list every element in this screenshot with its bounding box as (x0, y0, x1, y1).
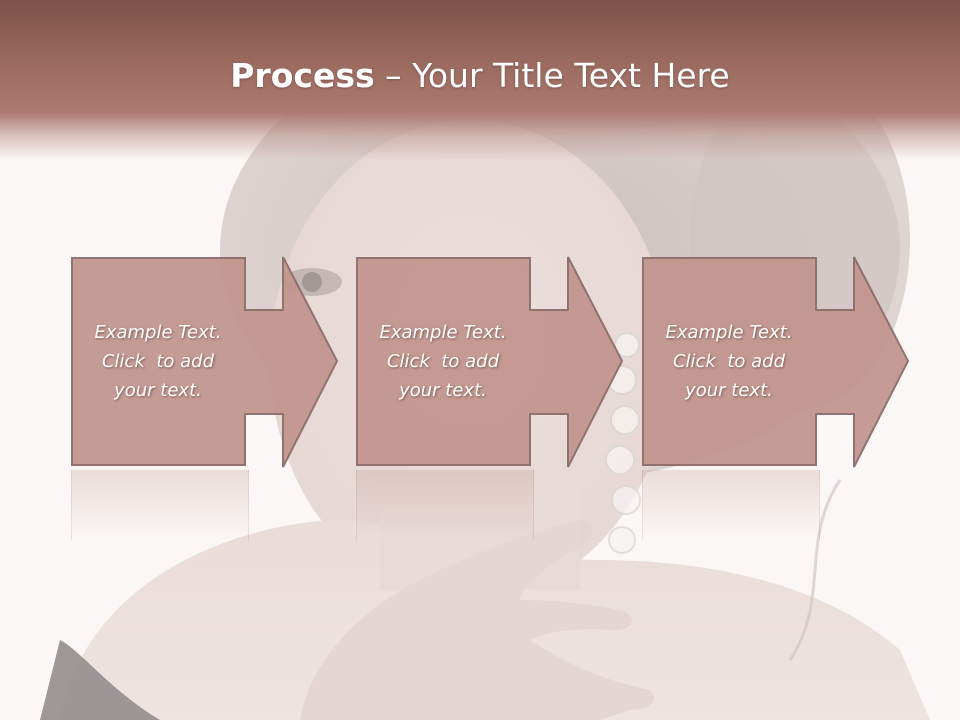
step-line-1: Example Text. (665, 321, 793, 343)
step-line-2: Click to add (672, 350, 785, 372)
step-line-2: Click to add (101, 350, 214, 372)
slide-title[interactable]: Process – Your Title Text Here (0, 54, 960, 98)
step-text[interactable]: Example Text. Click to add your text. (71, 257, 245, 465)
step-line-3: your text. (114, 379, 202, 401)
process-step-1[interactable]: Example Text. Click to add your text. (71, 256, 371, 468)
step-arrow-shape (356, 256, 624, 468)
step-line-3: your text. (685, 379, 773, 401)
title-strong: Process (230, 56, 375, 95)
step-reflection (71, 470, 249, 540)
step-text[interactable]: Example Text. Click to add your text. (356, 257, 530, 465)
step-line-2: Click to add (386, 350, 499, 372)
step-arrow-shape (71, 256, 339, 468)
step-text[interactable]: Example Text. Click to add your text. (642, 257, 816, 465)
step-reflection (642, 470, 820, 540)
step-arrow-shape (642, 256, 910, 468)
step-line-3: your text. (399, 379, 487, 401)
process-step-3[interactable]: Example Text. Click to add your text. (642, 256, 942, 468)
step-line-1: Example Text. (379, 321, 507, 343)
step-reflection (356, 470, 534, 540)
step-line-1: Example Text. (94, 321, 222, 343)
title-band (0, 0, 960, 160)
title-rest: – Your Title Text Here (374, 56, 730, 95)
process-step-2[interactable]: Example Text. Click to add your text. (356, 256, 656, 468)
